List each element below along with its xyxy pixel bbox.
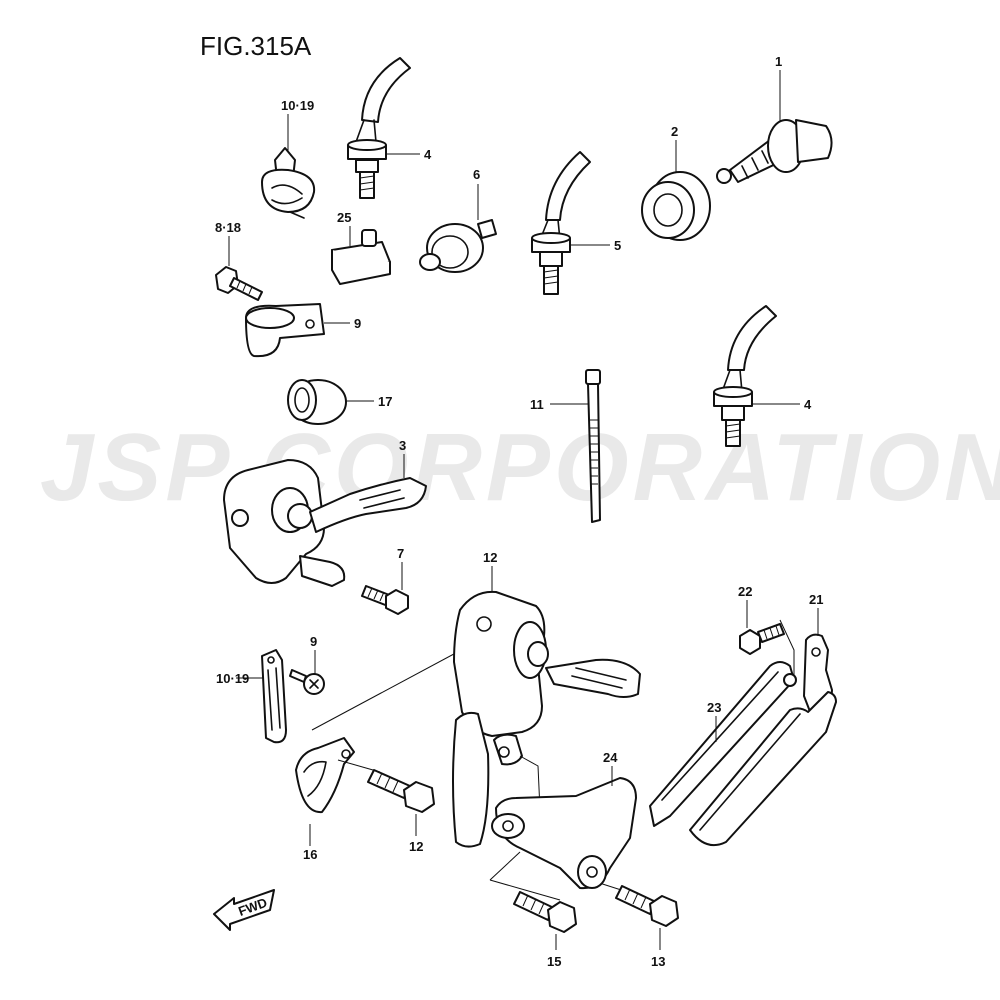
fwd-arrow-icon: FWD	[213, 889, 275, 931]
callout-11: 10·19	[216, 671, 249, 686]
callout-20: 10·19	[281, 98, 314, 113]
part-22-bolt	[739, 623, 785, 655]
callout-8-18: 8·18	[215, 220, 241, 235]
callout-12: 11	[530, 397, 544, 412]
callout-22: 22	[738, 584, 752, 599]
part-4-sensor-right	[713, 305, 777, 447]
callout-25: 25	[337, 210, 351, 225]
callout-16: 16	[303, 847, 317, 862]
part-8-18-bolt	[215, 266, 263, 301]
part-11-strap	[261, 649, 287, 744]
part-3-lever	[223, 459, 427, 587]
callout-4-right: 4	[804, 397, 812, 412]
part-7-bolt	[361, 585, 409, 615]
part-9-screw	[289, 669, 325, 695]
part-12-cable-tie	[585, 369, 601, 523]
part-1-sensor	[716, 119, 833, 184]
part-17-grommet	[287, 379, 347, 425]
part-20-clip	[261, 147, 316, 219]
part-16-clip	[295, 737, 355, 814]
callout-1: 1	[775, 54, 782, 69]
callout-9: 9	[310, 634, 317, 649]
callout-15: 15	[547, 954, 561, 969]
part-14-bolt-left	[367, 769, 435, 813]
figure-title: FIG.315A	[200, 31, 312, 61]
callout-13: 12	[483, 550, 497, 565]
callout-7: 7	[397, 546, 404, 561]
part-24-plate	[491, 777, 637, 890]
callout-23: 23	[707, 700, 721, 715]
callout-3: 3	[399, 438, 406, 453]
callout-17: 17	[378, 394, 392, 409]
callout-24: 24	[603, 750, 618, 765]
callout-6: 6	[473, 167, 480, 182]
watermark: JSP CORPORATION	[40, 414, 1000, 521]
part-6-sensor	[419, 219, 497, 273]
callout-14-left: 12	[409, 839, 423, 854]
part-2-grommet	[641, 171, 711, 241]
part-10-19-clamp	[245, 303, 325, 358]
watermark-text: JSP CORPORATION	[40, 414, 1000, 521]
part-15-bolt	[513, 891, 577, 933]
callout-2: 2	[671, 124, 678, 139]
callout-14-right: 13	[651, 954, 665, 969]
callout-21: 21	[809, 592, 823, 607]
callout-10-19: 9	[354, 316, 361, 331]
part-5-sensor	[531, 151, 591, 295]
callout-4-top: 4	[424, 147, 432, 162]
part-13-bracket	[452, 590, 641, 848]
part-25-clip	[331, 229, 391, 285]
part-4-sensor-top	[347, 57, 411, 199]
part-23-arm	[649, 661, 837, 846]
callout-5: 5	[614, 238, 621, 253]
part-14-bolt-right	[615, 885, 679, 927]
